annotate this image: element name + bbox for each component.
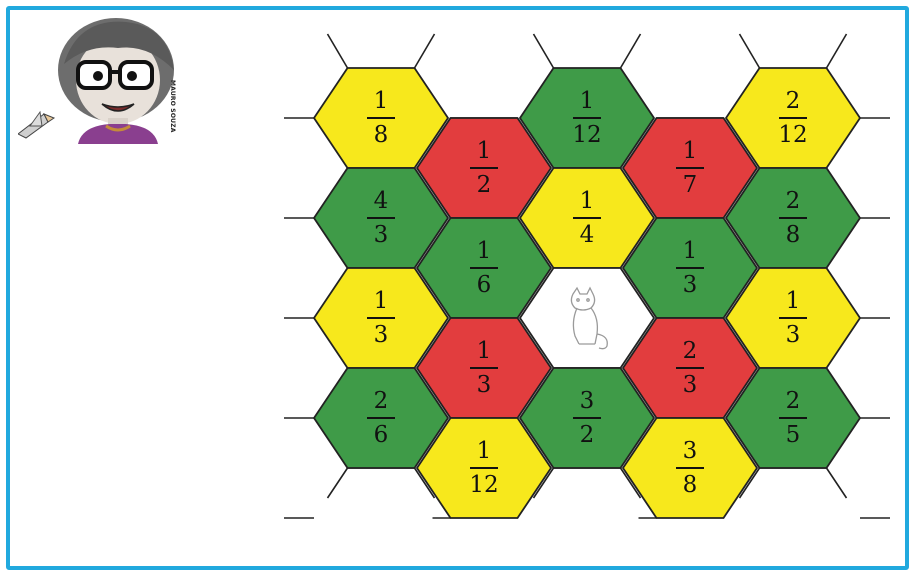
fraction-numerator: 1 (477, 438, 492, 464)
fraction-denominator: 8 (374, 122, 389, 148)
fraction-numerator: 1 (477, 138, 492, 164)
fraction-denominator: 3 (683, 272, 698, 298)
fraction-numerator: 1 (580, 88, 595, 114)
fraction-denominator: 3 (683, 372, 698, 398)
fraction-denominator: 12 (778, 122, 807, 148)
fraction-numerator: 1 (374, 288, 389, 314)
fraction-denominator: 5 (786, 422, 801, 448)
fraction-numerator: 1 (580, 188, 595, 214)
fraction-numerator: 1 (477, 338, 492, 364)
fraction-numerator: 2 (374, 388, 389, 414)
fraction-numerator: 1 (786, 288, 801, 314)
fraction-numerator: 1 (374, 88, 389, 114)
fraction-denominator: 8 (683, 472, 698, 498)
fraction-denominator: 6 (374, 422, 389, 448)
fraction-denominator: 3 (374, 322, 389, 348)
fraction-numerator: 2 (786, 388, 801, 414)
fraction-denominator: 8 (786, 222, 801, 248)
fraction-denominator: 2 (477, 172, 492, 198)
fraction-denominator: 3 (374, 222, 389, 248)
fraction-denominator: 4 (580, 222, 595, 248)
fraction-numerator: 1 (683, 138, 698, 164)
fraction-numerator: 1 (683, 238, 698, 264)
fraction-numerator: 3 (683, 438, 698, 464)
fraction-numerator: 4 (374, 188, 389, 214)
fraction-numerator: 3 (580, 388, 595, 414)
fraction-denominator: 6 (477, 272, 492, 298)
fraction-denominator: 7 (683, 172, 698, 198)
fraction-numerator: 1 (477, 238, 492, 264)
fraction-numerator: 2 (786, 188, 801, 214)
fraction-denominator: 2 (580, 422, 595, 448)
fraction-denominator: 12 (469, 472, 498, 498)
fraction-numerator: 2 (683, 338, 698, 364)
fraction-denominator: 12 (572, 122, 601, 148)
fraction-denominator: 3 (786, 322, 801, 348)
fraction-denominator: 3 (477, 372, 492, 398)
fraction-numerator: 2 (786, 88, 801, 114)
